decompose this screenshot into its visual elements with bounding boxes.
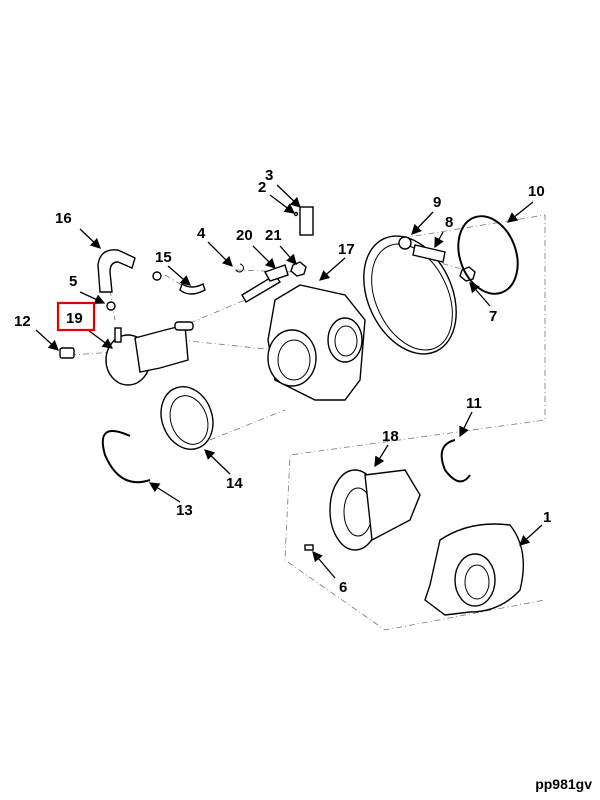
- callout-10[interactable]: 10: [528, 183, 545, 200]
- callout-13[interactable]: 13: [176, 502, 193, 519]
- callout-1[interactable]: 1: [543, 509, 551, 526]
- callout-15[interactable]: 15: [155, 249, 172, 266]
- callout-7[interactable]: 7: [489, 308, 497, 325]
- callout-21[interactable]: 21: [265, 227, 282, 244]
- callout-16[interactable]: 16: [55, 210, 72, 227]
- callout-4[interactable]: 4: [197, 225, 206, 242]
- callout-18[interactable]: 18: [382, 428, 399, 445]
- leader-arrows: [35, 184, 543, 579]
- callout-20[interactable]: 20: [236, 227, 253, 244]
- callout-14[interactable]: 14: [226, 475, 243, 492]
- callout-6[interactable]: 6: [339, 579, 347, 596]
- highlight-box-19: [56, 301, 96, 332]
- parts: [59, 206, 525, 616]
- callout-2[interactable]: 2: [258, 179, 266, 196]
- callout-3[interactable]: 3: [265, 167, 273, 184]
- callout-11[interactable]: 11: [466, 395, 482, 412]
- callout-8[interactable]: 8: [445, 214, 453, 231]
- callout-17[interactable]: 17: [338, 241, 355, 258]
- callout-labels: 1 2 3 4 5 6 7 8 9 10 11 12 13 14 15 16 1…: [14, 167, 551, 596]
- callout-5[interactable]: 5: [69, 273, 77, 290]
- callout-12[interactable]: 12: [14, 313, 31, 330]
- callout-9[interactable]: 9: [433, 194, 441, 211]
- callout-19[interactable]: 19: [66, 310, 83, 327]
- assembly-lines: [69, 214, 546, 631]
- reference-code: pp981gv: [535, 776, 592, 792]
